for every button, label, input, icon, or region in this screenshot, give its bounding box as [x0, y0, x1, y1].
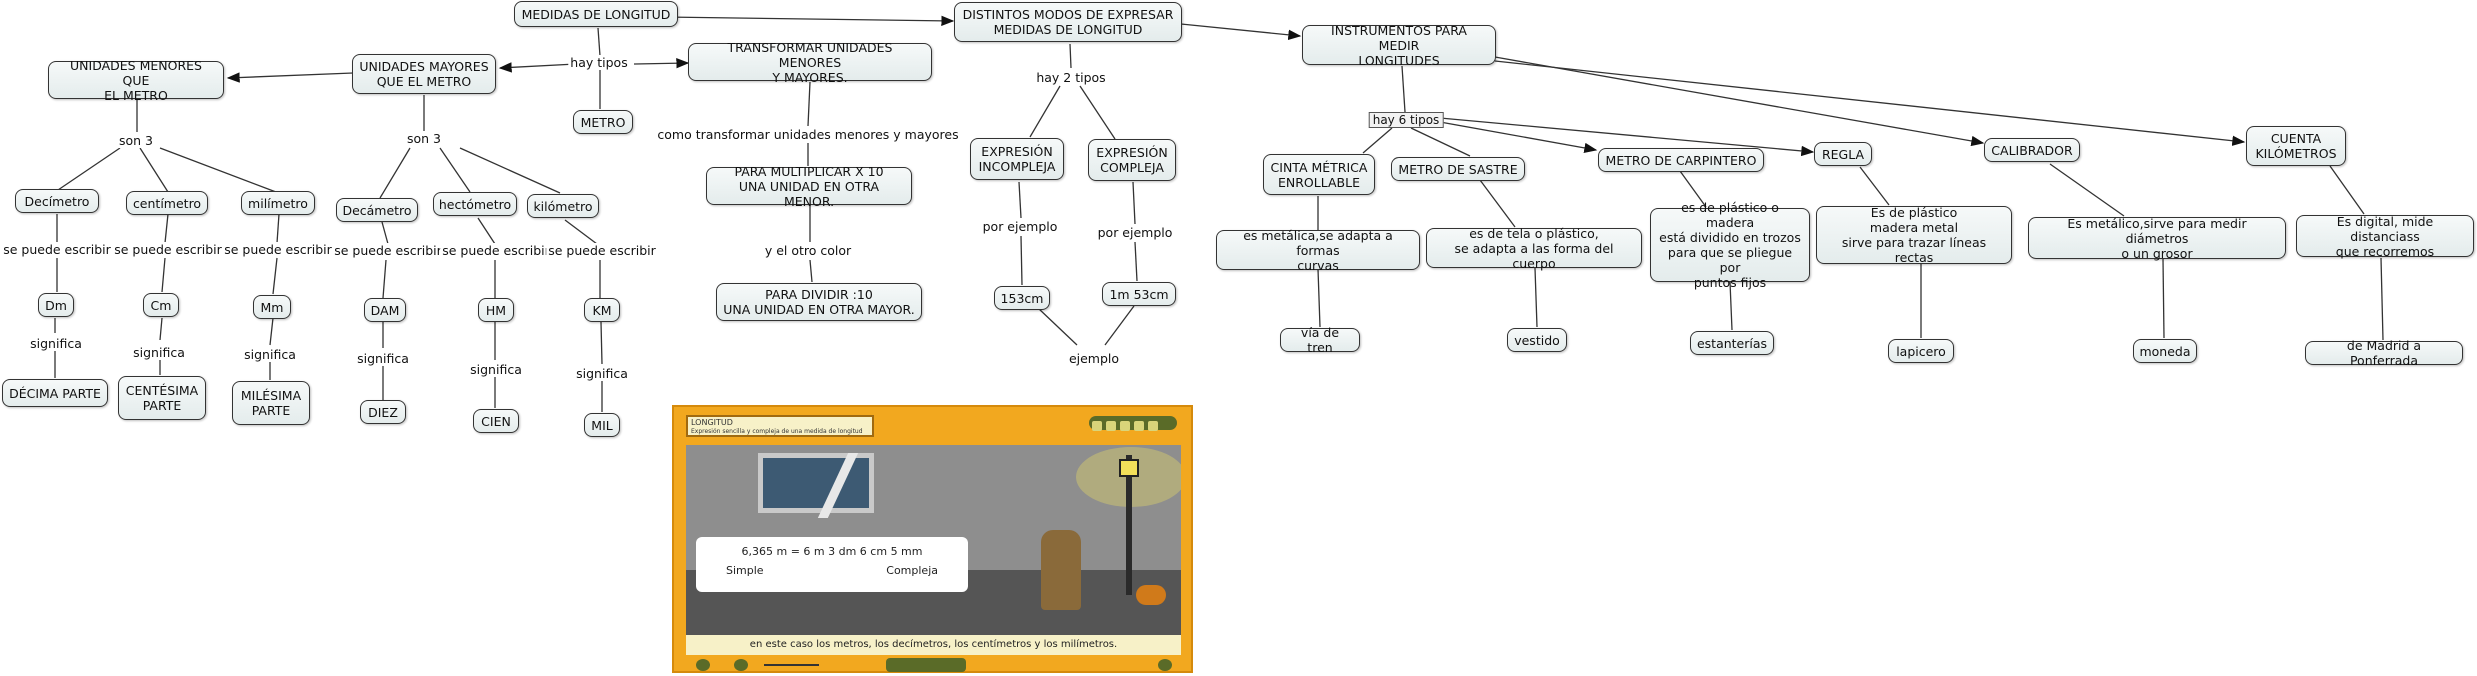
link-significa: significa	[28, 336, 84, 351]
node-mil[interactable]: MIL	[584, 413, 620, 437]
node-cinta-desc[interactable]: es metálica,se adapta a formas curvas	[1216, 228, 1420, 273]
node-cuenta-kilometros[interactable]: CUENTA KILÓMETROS	[2246, 126, 2346, 166]
game-caption: en este caso los metros, los decímetros,…	[686, 635, 1181, 655]
game-subtitle: Expresión sencilla y compleja de una med…	[691, 428, 863, 435]
equation-card: 6,365 m = 6 m 3 dm 6 cm 5 mm Simple Comp…	[696, 537, 968, 592]
node-sastre-desc[interactable]: es de tela o plástico, se adapta a las f…	[1426, 226, 1642, 271]
node-instrumentos[interactable]: INSTRUMENTOS PARA MEDIR LONGITUDES	[1302, 23, 1496, 68]
forward-button[interactable]	[1158, 659, 1172, 671]
longitud-game-screenshot: LONGITUD Expresión sencilla y compleja d…	[672, 405, 1193, 673]
link-por-ejemplo: por ejemplo	[980, 219, 1060, 234]
node-dam[interactable]: DAM	[364, 298, 406, 322]
node-multiplicar[interactable]: PARA MULTIPLICAR X 10 UNA UNIDAD EN OTRA…	[706, 164, 912, 209]
link-son-3-mayores: son 3	[404, 131, 444, 146]
node-milimetro[interactable]: milímetro	[241, 191, 315, 215]
node-regla[interactable]: REGLA	[1814, 142, 1872, 166]
link-se-puede-escribir: se puede escribir	[546, 243, 658, 258]
node-decima-parte[interactable]: DÉCIMA PARTE	[2, 379, 108, 407]
node-dm[interactable]: Dm	[38, 293, 74, 317]
node-via-tren[interactable]: vía de tren	[1280, 325, 1360, 355]
node-cien[interactable]: CIEN	[473, 409, 519, 433]
compleja-label: Compleja	[886, 564, 938, 577]
window-illustration	[758, 453, 874, 513]
node-moneda[interactable]: moneda	[2133, 339, 2197, 363]
node-regla-desc[interactable]: Es de plástico madera metal sirve para t…	[1816, 205, 2012, 265]
link-se-puede-escribir: se puede escribir	[222, 242, 334, 257]
node-unidades-menores[interactable]: UNIDADES MENORES QUE EL METRO	[48, 58, 224, 103]
link-se-puede-escribir: se puede escribir	[112, 242, 224, 257]
node-kilometro[interactable]: kilómetro	[527, 194, 599, 218]
link-significa: significa	[131, 345, 187, 360]
node-medidas-de-longitud[interactable]: MEDIDAS DE LONGITUD	[514, 1, 678, 27]
node-centimetro[interactable]: centímetro	[126, 191, 208, 215]
node-centesima-parte[interactable]: CENTÉSIMA PARTE	[118, 376, 206, 420]
link-otro-color: y el otro color	[762, 243, 854, 258]
game-scene: 6,365 m = 6 m 3 dm 6 cm 5 mm Simple Comp…	[686, 445, 1181, 635]
node-transformar[interactable]: TRANSFORMAR UNIDADES MENORES Y MAYORES.	[688, 40, 932, 85]
link-hay-tipos: hay tipos	[568, 55, 630, 70]
volume-slider[interactable]	[764, 664, 819, 666]
node-calibrador[interactable]: CALIBRADOR	[1984, 138, 2080, 162]
detective-illustration	[1041, 530, 1081, 610]
link-se-puede-escribir: se puede escribir	[440, 243, 552, 258]
node-milesima-parte[interactable]: MILÉSIMA PARTE	[232, 381, 310, 425]
node-lapicero[interactable]: lapicero	[1888, 339, 1954, 363]
node-diez[interactable]: DIEZ	[360, 400, 406, 424]
node-1m53cm[interactable]: 1m 53cm	[1102, 282, 1176, 306]
link-significa: significa	[574, 366, 630, 381]
node-decametro[interactable]: Decámetro	[336, 198, 418, 222]
game-title-box: LONGITUD Expresión sencilla y compleja d…	[686, 415, 874, 437]
node-metro-sastre[interactable]: METRO DE SASTRE	[1391, 157, 1525, 181]
node-cm[interactable]: Cm	[143, 293, 179, 317]
simple-label: Simple	[726, 564, 764, 577]
node-metro[interactable]: METRO	[573, 110, 633, 134]
link-significa: significa	[355, 351, 411, 366]
game-title: LONGITUD	[691, 418, 733, 427]
node-carpintero-desc[interactable]: es de plástico o madera está dividido en…	[1650, 200, 1810, 290]
node-vestido[interactable]: vestido	[1507, 328, 1567, 352]
street-lamp-illustration	[1126, 455, 1132, 595]
link-significa: significa	[242, 347, 298, 362]
dog-illustration	[1136, 585, 1166, 605]
node-dividir[interactable]: PARA DIVIDIR :10 UNA UNIDAD EN OTRA MAYO…	[716, 283, 922, 321]
node-estanterias[interactable]: estanterías	[1690, 331, 1774, 355]
node-cinta-metrica[interactable]: CINTA MÉTRICA ENROLLABLE	[1263, 154, 1375, 195]
node-expresion-incompleja[interactable]: EXPRESIÓN INCOMPLEJA	[970, 138, 1064, 180]
back-button[interactable]	[734, 659, 748, 671]
node-expresion-compleja[interactable]: EXPRESIÓN COMPLEJA	[1088, 139, 1176, 181]
node-distintos-modos[interactable]: DISTINTOS MODOS DE EXPRESAR MEDIDAS DE L…	[954, 2, 1182, 42]
home-button[interactable]	[696, 659, 710, 671]
link-por-ejemplo: por ejemplo	[1095, 225, 1175, 240]
link-se-puede-escribir: se puede escribir	[332, 243, 444, 258]
link-son-3-menores: son 3	[116, 133, 156, 148]
link-hay-2-tipos: hay 2 tipos	[1034, 70, 1108, 85]
node-unidades-mayores[interactable]: UNIDADES MAYORES QUE EL METRO	[352, 54, 496, 94]
node-km[interactable]: KM	[584, 298, 620, 322]
link-hay-6-tipos: hay 6 tipos	[1368, 112, 1444, 128]
node-madrid-ponferrada[interactable]: de Madrid a Ponferrada	[2305, 338, 2463, 368]
link-se-puede-escribir: se puede escribir	[1, 242, 113, 257]
node-hm[interactable]: HM	[478, 298, 514, 322]
game-nav-buttons[interactable]	[1089, 416, 1177, 431]
playback-controls[interactable]	[886, 658, 966, 672]
link-como-transformar: como transformar unidades menores y mayo…	[655, 127, 961, 142]
node-153cm[interactable]: 153cm	[994, 286, 1050, 310]
equation-text: 6,365 m = 6 m 3 dm 6 cm 5 mm	[741, 545, 923, 558]
node-calibrador-desc[interactable]: Es metálico,sirve para medir diámetros o…	[2028, 216, 2286, 261]
link-significa: significa	[468, 362, 524, 377]
node-decimetro[interactable]: Decímetro	[15, 189, 99, 213]
node-cuenta-desc[interactable]: Es digital, mide distanciass que recorre…	[2296, 214, 2474, 259]
node-metro-carpintero[interactable]: METRO DE CARPINTERO	[1598, 148, 1764, 172]
node-mm[interactable]: Mm	[253, 295, 291, 319]
link-ejemplo: ejemplo	[1066, 351, 1122, 366]
node-hectometro[interactable]: hectómetro	[433, 192, 517, 216]
game-controls	[674, 657, 1191, 673]
